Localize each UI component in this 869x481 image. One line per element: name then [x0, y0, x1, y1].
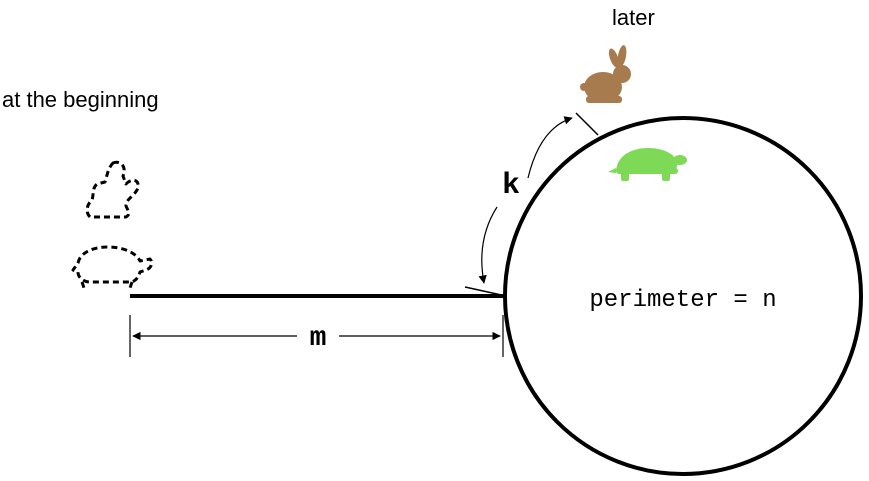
later-label: later [612, 5, 655, 30]
rabbit-outline-icon [85, 160, 140, 219]
perimeter-label: perimeter = n [589, 287, 776, 314]
k-lower-arrow [478, 206, 498, 284]
turtle-icon [608, 148, 687, 181]
k-upper-arrow [527, 116, 573, 179]
cycle-circle [503, 116, 863, 476]
at-the-beginning-label: at the beginning [2, 87, 159, 112]
m-label: m [310, 323, 327, 354]
turtle-outline-icon [71, 245, 154, 289]
k-label: k [502, 169, 520, 203]
rabbit-icon [580, 45, 631, 103]
junction-tick [464, 286, 507, 297]
later-tick [575, 112, 599, 136]
